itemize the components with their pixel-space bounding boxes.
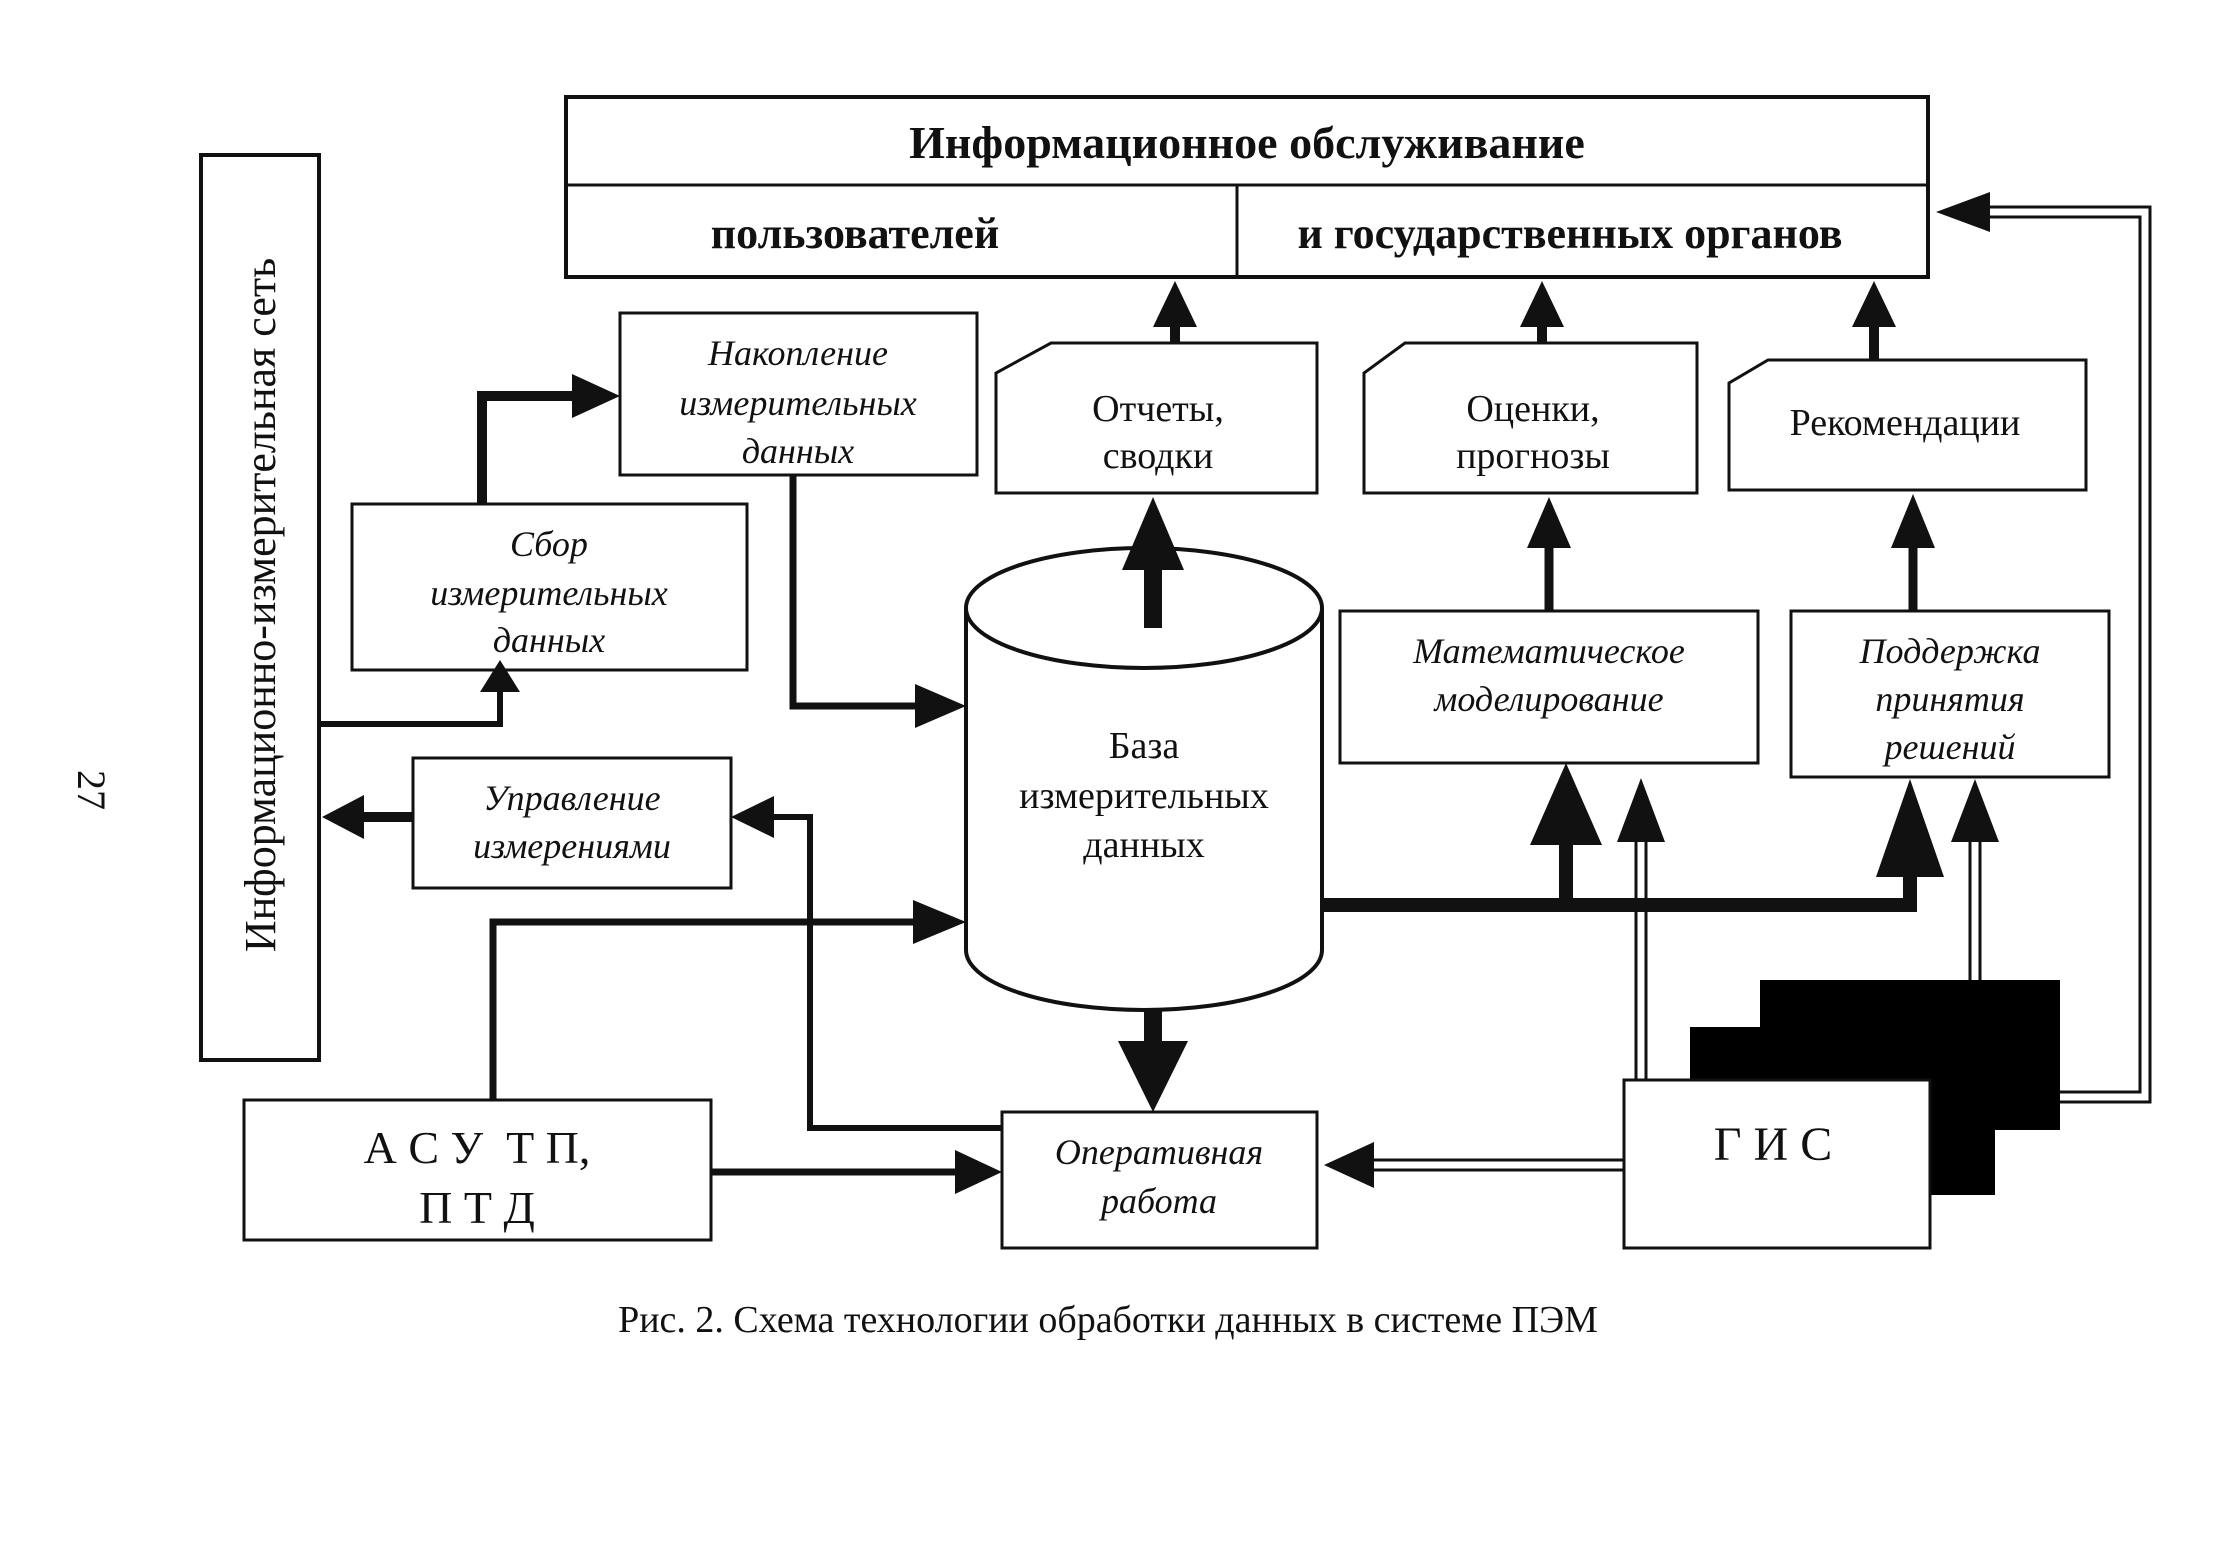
- header-left-cell: пользователей: [711, 209, 999, 258]
- gis-label: Г И С: [1714, 1118, 1832, 1171]
- measurement-network-box: Информационно-измерительная сеть: [199, 153, 321, 1062]
- collection-box: Сбор измерительных данных: [350, 502, 749, 672]
- arrow-to-database-from-asu: [913, 900, 966, 944]
- arrow-to-reports: [1122, 497, 1184, 570]
- decision-line-3: решений: [1882, 727, 2016, 767]
- arrow-recommendations-to-header: [1852, 281, 1896, 327]
- estimates-box: Оценки, прогнозы: [1362, 341, 1699, 495]
- collection-line-1: Сбор: [510, 524, 588, 564]
- arrow-estimates-to-header: [1520, 281, 1564, 327]
- arrowheads: [322, 192, 1999, 1194]
- accumulation-line-1: Накопление: [707, 333, 888, 373]
- asu-tp-box: А С У Т П, П Т Д: [242, 1098, 713, 1242]
- accumulation-line-2: измерительных: [679, 383, 917, 423]
- operative-line-1: Оперативная: [1055, 1132, 1263, 1172]
- header-right-cell: и государственных органов: [1297, 209, 1842, 258]
- arrow-to-accumulation: [572, 374, 620, 418]
- decision-support-box: Поддержка принятия решений: [1789, 609, 2111, 779]
- arrow-reports-to-header: [1153, 281, 1197, 327]
- modeling-line-1: Математическое: [1412, 631, 1685, 671]
- arrow-modeling-to-estimates: [1527, 497, 1571, 548]
- collection-line-2: измерительных: [430, 573, 668, 613]
- arrow-to-decision-from-database: [1876, 779, 1944, 877]
- page-number: 27: [69, 770, 114, 810]
- gis-stack: Г И С: [1622, 980, 2060, 1250]
- arrow-to-control: [731, 796, 774, 838]
- database-line-1: База: [1109, 725, 1180, 767]
- arrow-to-collection: [480, 660, 520, 692]
- recommendations-box: Рекомендации: [1727, 358, 2088, 492]
- recommendations-line-1: Рекомендации: [1790, 402, 2021, 444]
- database-line-3: данных: [1083, 824, 1204, 866]
- header-box: Информационное обслуживание пользователе…: [564, 95, 1930, 279]
- reports-box: Отчеты, сводки: [994, 341, 1319, 495]
- measurement-control-box: Управление измерениями: [411, 756, 733, 890]
- reports-line-1: Отчеты,: [1092, 388, 1224, 430]
- asu-line-2: П Т Д: [419, 1182, 535, 1233]
- estimates-line-2: прогнозы: [1456, 435, 1610, 477]
- arrow-to-operative-from-database: [1118, 1041, 1188, 1112]
- arrow-to-modeling-from-database: [1530, 763, 1602, 845]
- asu-line-1: А С У Т П,: [364, 1122, 591, 1173]
- control-line-1: Управление: [483, 778, 660, 818]
- arrow-gis-to-operative: [1324, 1142, 1374, 1188]
- operative-work-box: Оперативная работа: [1000, 1110, 1319, 1250]
- database-line-2: измерительных: [1019, 775, 1269, 817]
- collection-line-3: данных: [493, 620, 605, 660]
- arrow-to-database-from-accumulation: [915, 684, 966, 728]
- header-title: Информационное обслуживание: [909, 117, 1585, 168]
- decision-line-1: Поддержка: [1859, 631, 2041, 671]
- arrow-gis-to-modeling: [1617, 778, 1665, 842]
- network-label: Информационно-измерительная сеть: [236, 258, 285, 952]
- figure-caption: Рис. 2. Схема технологии обработки данны…: [618, 1299, 1598, 1341]
- operative-line-2: работа: [1098, 1181, 1217, 1221]
- modeling-box: Математическое моделирование: [1338, 609, 1760, 765]
- arrow-gis-to-decision: [1951, 779, 1999, 842]
- accumulation-line-3: данных: [742, 431, 854, 471]
- reports-line-2: сводки: [1103, 435, 1214, 477]
- accumulation-box: Накопление измерительных данных: [618, 311, 979, 477]
- modeling-line-2: моделирование: [1432, 679, 1663, 719]
- decision-line-2: принятия: [1875, 679, 2024, 719]
- arrow-decision-to-recommendations: [1891, 494, 1935, 548]
- control-line-2: измерениями: [473, 826, 671, 866]
- arrow-to-operative-from-asu: [955, 1150, 1002, 1194]
- arrow-to-network: [322, 795, 364, 839]
- connectors: [319, 205, 2152, 1176]
- arrow-gis-to-header: [1936, 192, 1990, 232]
- estimates-line-1: Оценки,: [1466, 388, 1599, 430]
